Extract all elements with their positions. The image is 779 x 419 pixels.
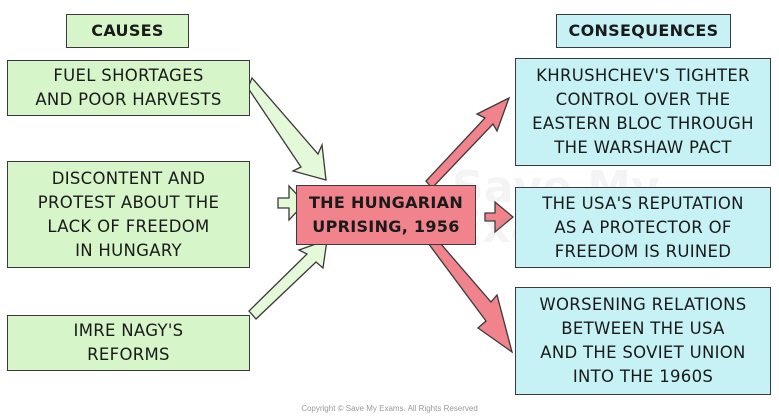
- center-line-2: UPRISING, 1956: [312, 217, 460, 236]
- cause-1-line-1: FUEL SHORTAGES: [53, 66, 204, 85]
- consequence-3-line-2: BETWEEN THE USA: [561, 319, 725, 338]
- arrow-cause-3: [248, 239, 328, 320]
- causes-header: CAUSES: [66, 14, 189, 48]
- cause-3-line-1: IMRE NAGY'S: [73, 321, 184, 340]
- cause-box-2: DISCONTENT AND PROTEST ABOUT THE LACK OF…: [7, 161, 250, 268]
- consequence-2-line-2: AS A PROTECTOR OF: [554, 217, 732, 237]
- consequence-1-line-2: CONTROL OVER THE: [555, 90, 731, 109]
- arrow-consequence-2: [484, 200, 515, 234]
- cause-2-line-1: DISCONTENT AND: [51, 168, 206, 188]
- cause-3-line-2: REFORMS: [87, 345, 170, 364]
- cause-box-3: IMRE NAGY'S REFORMS: [7, 315, 250, 371]
- consequence-1-line-1: KHRUSHCHEV'S TIGHTER: [536, 66, 750, 85]
- consequence-3-line-1: WORSENING RELATIONS: [539, 295, 747, 314]
- consequence-3-line-3: AND THE SOVIET UNION: [540, 343, 746, 362]
- consequence-box-3: WORSENING RELATIONS BETWEEN THE USA AND …: [515, 287, 771, 395]
- consequence-3-line-4: INTO THE 1960s: [572, 367, 714, 386]
- consequences-header-label: CONSEQUENCES: [568, 21, 719, 40]
- consequence-1-line-4: THE WARSHAW PACT: [554, 138, 732, 157]
- arrow-consequence-1: [425, 96, 511, 189]
- consequence-2-line-1: THE USA'S REPUTATION: [542, 193, 744, 213]
- center-topic-box: THE HUNGARIAN UPRISING, 1956: [296, 185, 476, 245]
- arrow-consequence-3: [427, 235, 514, 354]
- cause-2-line-2: PROTEST ABOUT THE: [37, 192, 220, 212]
- consequence-box-1: KHRUSHCHEV'S TIGHTER CONTROL OVER THE EA…: [515, 58, 771, 166]
- arrow-cause-1: [247, 76, 327, 181]
- cause-1-line-2: AND POOR HARVESTS: [35, 90, 222, 109]
- copyright-notice: Copyright © Save My Exams. All Rights Re…: [301, 404, 478, 413]
- cause-2-line-3: LACK OF FREEDOM: [47, 216, 210, 236]
- consequence-2-line-3: FREEDOM IS RUINED: [554, 241, 732, 261]
- cause-2-line-4: IN HUNGARY: [75, 240, 182, 260]
- cause-box-1: FUEL SHORTAGES AND POOR HARVESTS: [7, 60, 250, 116]
- consequence-box-2: THE USA'S REPUTATION AS A PROTECTOR OF F…: [515, 187, 771, 268]
- consequence-1-line-3: EASTERN BLOC THROUGH: [532, 114, 754, 133]
- center-line-1: THE HUNGARIAN: [308, 193, 464, 212]
- consequences-header: CONSEQUENCES: [556, 14, 731, 48]
- causes-header-label: CAUSES: [91, 21, 164, 40]
